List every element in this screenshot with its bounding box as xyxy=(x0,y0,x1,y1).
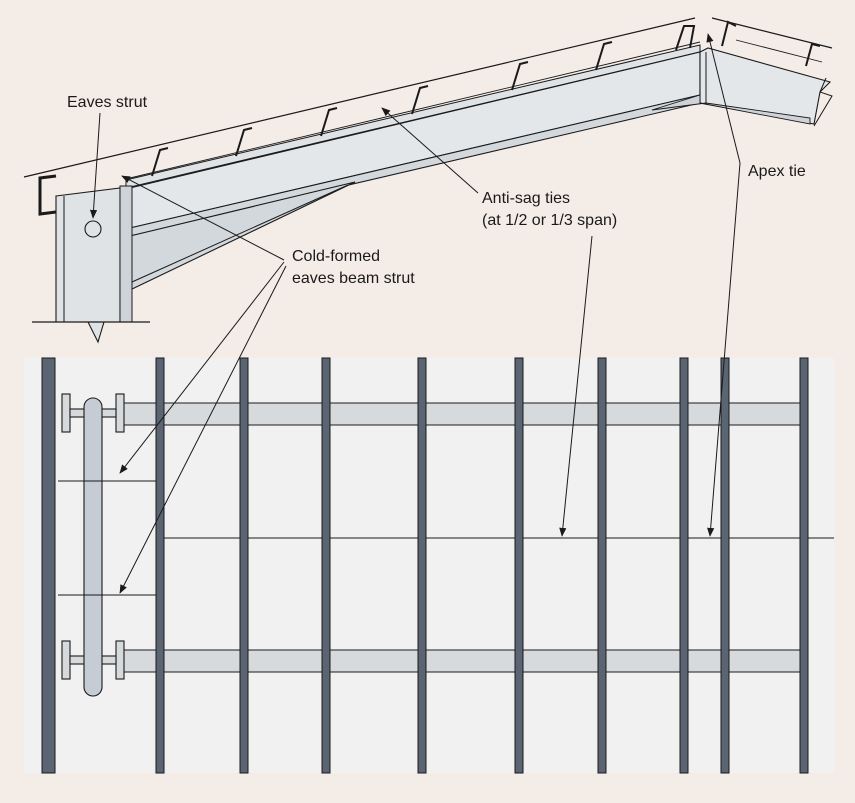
purlin xyxy=(417,357,427,774)
z-purlin xyxy=(805,42,821,67)
z-purlin xyxy=(320,107,338,137)
eaves-strut-section xyxy=(38,174,57,216)
leader-cold-formed-upper xyxy=(119,261,285,474)
z-purlin xyxy=(721,20,737,47)
leader-apex-tie-elevation xyxy=(706,33,741,164)
rafter-plan-bottom xyxy=(119,649,803,673)
z-purlin xyxy=(675,25,696,51)
leader-eaves-strut xyxy=(89,112,101,219)
z-purlin xyxy=(411,85,429,115)
purlin xyxy=(321,357,331,774)
z-purlin xyxy=(595,41,613,71)
eaves-beam-strut-plan xyxy=(83,397,103,697)
purlin xyxy=(155,357,165,774)
column-flange-right xyxy=(119,185,133,323)
roof-sheeting-left xyxy=(23,17,696,178)
z-purlin xyxy=(235,127,253,157)
leader-cold-formed-elevation xyxy=(121,175,285,261)
z-purlin xyxy=(151,147,169,177)
purlin xyxy=(597,357,607,774)
elevation-view xyxy=(23,17,833,344)
label-cold-formed-line1: Cold-formed xyxy=(292,248,381,265)
anti-sag-tie-elevation xyxy=(129,41,701,179)
purlin xyxy=(679,357,689,774)
break-mark-right xyxy=(813,77,833,127)
leader-apex-tie-plan xyxy=(707,162,741,537)
label-anti-sag-line2: (at 1/2 or 1/3 span) xyxy=(482,212,618,229)
leader-lines xyxy=(89,33,741,594)
anti-sag-tie-elevation-right xyxy=(735,39,823,63)
label-apex-tie: Apex tie xyxy=(748,163,806,180)
purlin xyxy=(799,357,809,774)
column-web xyxy=(55,187,121,344)
eaves-strut-bolt xyxy=(84,220,102,238)
purlin xyxy=(720,357,730,774)
purlins-plan xyxy=(41,357,809,774)
rafter-plan-top xyxy=(119,402,803,426)
leader-anti-sag-plan xyxy=(559,235,593,537)
haunch-flange-line xyxy=(131,184,349,283)
purlin xyxy=(239,357,249,774)
rafter-web xyxy=(129,51,701,229)
eaves-edge-bar xyxy=(41,357,56,774)
plan-view xyxy=(24,357,834,774)
leader-anti-sag-elevation xyxy=(381,107,479,194)
label-anti-sag-line1: Anti-sag ties xyxy=(482,190,571,207)
leader-cold-formed-lower xyxy=(119,265,287,594)
z-purlin xyxy=(511,61,529,91)
label-eaves-strut: Eaves strut xyxy=(67,94,148,111)
purlin xyxy=(514,357,524,774)
label-cold-formed-line2: eaves beam strut xyxy=(292,270,415,287)
